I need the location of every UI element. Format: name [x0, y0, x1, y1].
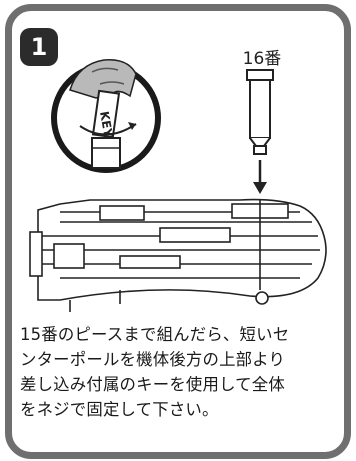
instruction-text: 15番のピースまで組んだら、短いセ ンターポールを機体後方の上部より 差し込み付…	[20, 325, 290, 419]
center-pole-part	[246, 69, 274, 155]
insert-arrow	[253, 160, 267, 194]
airframe-side-view	[29, 198, 327, 312]
step-number-badge: 1	[20, 28, 58, 66]
key-label: KEY	[97, 110, 115, 139]
part-number-label: 16番	[242, 49, 282, 69]
key-detail-inset	[51, 59, 161, 173]
